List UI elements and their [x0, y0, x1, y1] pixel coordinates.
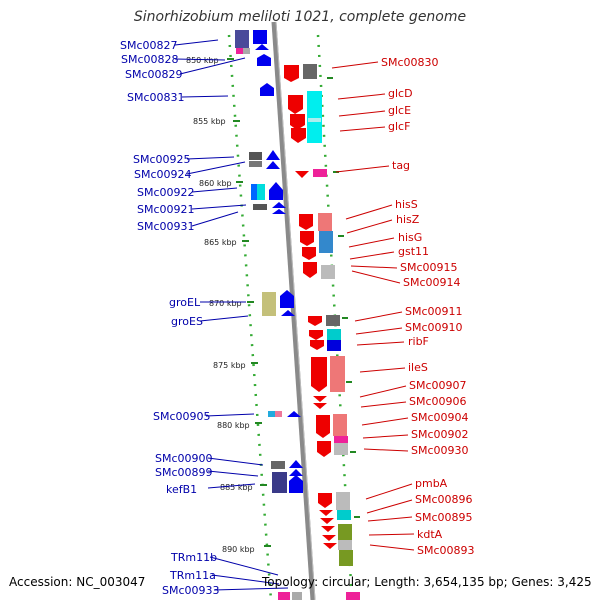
gene-label[interactable]: kdtA: [417, 528, 443, 541]
gene-label[interactable]: hisZ: [396, 213, 420, 226]
right-leaders: [331, 61, 415, 551]
gene-label[interactable]: ileS: [408, 361, 428, 374]
gene-label[interactable]: SMc00827: [120, 39, 178, 52]
gene-label[interactable]: glcE: [388, 104, 411, 117]
gene-label[interactable]: kefB1: [166, 483, 197, 496]
accession-text: Accession: NC_003047: [9, 575, 146, 589]
topology-text: Topology: circular; Length: 3,654,135 bp…: [262, 575, 592, 589]
gene-label[interactable]: SMc00831: [127, 91, 185, 104]
gene-label[interactable]: gst11: [398, 245, 429, 258]
gene-label[interactable]: SMc00931: [137, 220, 195, 233]
gene-label[interactable]: SMc00902: [411, 428, 469, 441]
gene-label[interactable]: SMc00915: [400, 261, 458, 274]
gene-label[interactable]: glcF: [388, 120, 410, 133]
gene-label[interactable]: SMc00830: [381, 56, 439, 69]
gene-label[interactable]: glcD: [388, 87, 413, 100]
gene-label[interactable]: tag: [392, 159, 410, 172]
kbp-label: 890 kbp: [222, 545, 255, 554]
gene-label[interactable]: SMc00828: [121, 53, 179, 66]
kbp-label: 855 kbp: [193, 117, 226, 126]
gene-label[interactable]: SMc00896: [415, 493, 473, 506]
right-labels: SMc00830 glcD glcE glcF tag hisS hisZ hi…: [381, 56, 475, 557]
reverse-genes[interactable]: [284, 64, 360, 600]
map-title: Sinorhizobium meliloti 1021, complete ge…: [133, 9, 467, 25]
gene-label[interactable]: SMc00914: [403, 276, 461, 289]
gene-label[interactable]: pmbA: [415, 477, 448, 490]
kbp-label: 860 kbp: [199, 179, 232, 188]
kbp-label: 880 kbp: [217, 421, 250, 430]
gene-label[interactable]: SMc00906: [409, 395, 467, 408]
left-leaders: [174, 39, 289, 591]
gene-label[interactable]: SMc00899: [155, 466, 213, 479]
kbp-scale: 850 kbp 855 kbp 860 kbp 865 kbp 870 kbp …: [186, 56, 360, 554]
gene-label[interactable]: groEL: [169, 296, 201, 309]
gene-label[interactable]: SMc00900: [155, 452, 213, 465]
gene-label[interactable]: TRm11a: [169, 569, 216, 582]
gene-label[interactable]: SMc00925: [133, 153, 191, 166]
gene-label[interactable]: hisG: [398, 231, 422, 244]
gene-label[interactable]: groES: [171, 315, 203, 328]
kbp-label: 850 kbp: [186, 56, 219, 65]
left-labels: SMc00827 SMc00828 SMc00829 SMc00831 SMc0…: [120, 39, 220, 597]
gene-label[interactable]: TRm11b: [170, 551, 217, 564]
gene-label[interactable]: SMc00930: [411, 444, 469, 457]
gene-label[interactable]: ribF: [408, 335, 429, 348]
gene-label[interactable]: SMc00829: [125, 68, 183, 81]
gene-label[interactable]: hisS: [395, 198, 418, 211]
genome-backbone: [271, 21, 316, 600]
gene-label[interactable]: SMc00924: [134, 168, 192, 181]
gene-label[interactable]: SMc00904: [411, 411, 469, 424]
gene-label[interactable]: SMc00907: [409, 379, 467, 392]
gene-label[interactable]: SMc00895: [415, 511, 473, 524]
gene-label[interactable]: SMc00905: [153, 410, 211, 423]
gene-label[interactable]: SMc00910: [405, 321, 463, 334]
gene-label[interactable]: SMc00933: [162, 584, 220, 597]
gene-label[interactable]: SMc00911: [405, 305, 463, 318]
gene-label[interactable]: SMc00893: [417, 544, 475, 557]
kbp-label: 865 kbp: [204, 238, 237, 247]
forward-genes[interactable]: [235, 30, 303, 600]
kbp-label: 870 kbp: [209, 299, 242, 308]
kbp-label: 885 kbp: [220, 483, 253, 492]
kbp-label: 875 kbp: [213, 361, 246, 370]
gene-label[interactable]: SMc00921: [137, 203, 195, 216]
gene-label[interactable]: SMc00922: [137, 186, 195, 199]
